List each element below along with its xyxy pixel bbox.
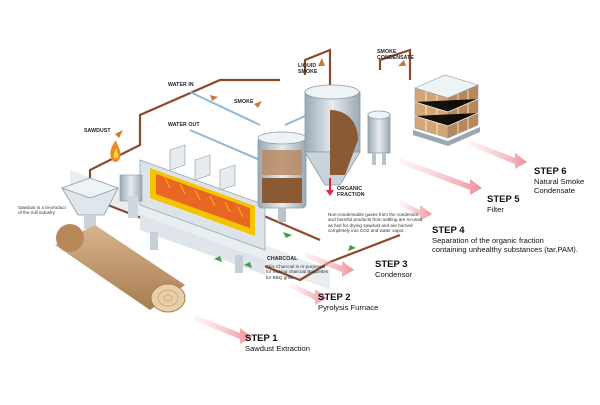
- water-in-label: WATER IN: [168, 82, 194, 88]
- step-1-title: STEP 1: [245, 333, 278, 344]
- flame-icon: [110, 140, 121, 163]
- sawdust-label: SAWDUST: [84, 128, 111, 134]
- step-6: STEP 6 Natural Smoke Condensate: [534, 166, 585, 195]
- sawdust-hopper: [60, 177, 120, 229]
- step-1: STEP 1 Sawdust Extraction: [245, 333, 310, 354]
- mill-note: Sawdust is a bi-product of the mill indu…: [18, 205, 66, 216]
- step-5-title: STEP 5: [487, 194, 520, 205]
- step-arrow-icon: [195, 140, 527, 344]
- charcoal-label: CHARCOAL: [267, 256, 298, 262]
- water-out-label: WATER OUT: [168, 122, 200, 128]
- flow-arrow-icon: [214, 232, 356, 268]
- step-5-desc: Filter: [487, 204, 504, 214]
- step-4: STEP 4 Separation of the organic fractio…: [432, 225, 578, 254]
- filter: [367, 110, 391, 165]
- step-2-title: STEP 2: [318, 292, 351, 303]
- log: [55, 224, 186, 313]
- step-6-title: STEP 6: [534, 166, 567, 177]
- organic-fraction-label: ORGANIC FRACTION: [337, 186, 365, 198]
- condensor: [257, 131, 307, 222]
- separation-tank: [304, 84, 361, 196]
- step-3-title: STEP 3: [375, 259, 408, 270]
- step-3-desc: Condensor: [375, 269, 413, 279]
- pyrolysis-furnace: [119, 144, 266, 275]
- smoke-condensate-label: SMOKE CONDENSATE: [377, 49, 414, 61]
- condensate-container: [413, 74, 480, 146]
- gases-note: Non-condensable gases from the condensor…: [328, 212, 423, 233]
- step-2-desc: Pyrolysis Furnace: [318, 302, 379, 312]
- step-5: STEP 5 Filter: [487, 194, 520, 215]
- smoke-label: SMOKE: [234, 99, 254, 105]
- step-3: STEP 3 Condensor: [375, 259, 413, 280]
- step-6-desc: Natural Smoke Condensate: [534, 176, 585, 195]
- liquid-smoke-label: LIQUID SMOKE: [298, 63, 318, 75]
- charcoal-note: This Charcoal is re-purposed for making …: [266, 264, 329, 280]
- step-4-title: STEP 4: [432, 225, 465, 236]
- step-1-desc: Sawdust Extraction: [245, 343, 310, 353]
- step-2: STEP 2 Pyrolysis Furnace: [318, 292, 379, 313]
- step-4-desc: Separation of the organic fraction conta…: [432, 235, 578, 254]
- direction-arrows: [115, 58, 406, 138]
